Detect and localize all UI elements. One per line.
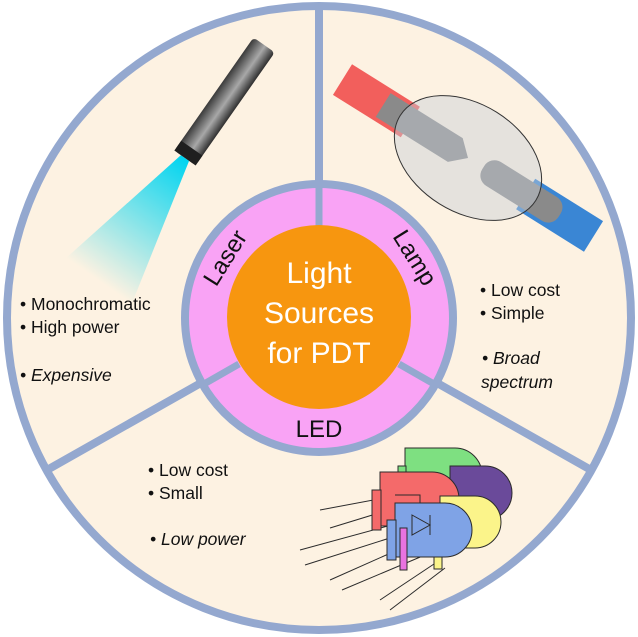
laser-bullet-1: • Monochromatic xyxy=(20,294,151,314)
led-blue xyxy=(386,502,473,561)
divider-right xyxy=(419,371,595,474)
laser-features: • Monochromatic • High power • Expensive xyxy=(20,294,151,385)
lamp-features: • Low cost • Simple • Broad spectrum xyxy=(480,280,560,392)
center-circle xyxy=(227,225,411,409)
laser-beam xyxy=(66,155,190,304)
laser-body xyxy=(175,39,274,164)
center-line-2: Sources xyxy=(264,297,374,330)
center-line-1: Light xyxy=(286,257,352,290)
divider-left xyxy=(43,371,219,474)
led-pink-base xyxy=(399,527,408,571)
lamp-bullet-1: • Low cost xyxy=(480,280,560,300)
center-title: Light Sources for PDT xyxy=(264,257,374,370)
led-bullet-1: • Low cost xyxy=(148,460,228,480)
lamp-inner-electrode-left xyxy=(375,93,468,162)
ring-label-led: LED xyxy=(296,416,343,443)
led-cluster-icon xyxy=(299,447,513,611)
led-drawback: • Low power xyxy=(150,529,247,549)
lamp-drawback-line-2: spectrum xyxy=(481,372,553,392)
led-bullet-2: • Small xyxy=(148,483,203,503)
laser-pointer-icon xyxy=(66,39,274,304)
lamp-drawback-line-1: • Broad xyxy=(482,348,541,368)
center-line-3: for PDT xyxy=(267,337,370,370)
led-features: • Low cost • Small • Low power xyxy=(148,460,247,549)
ring-dividers xyxy=(202,186,436,388)
lamp-bullet-2: • Simple xyxy=(480,303,544,323)
laser-bullet-2: • High power xyxy=(20,317,120,337)
lamp-glass-envelope xyxy=(393,95,543,221)
lamp-bulb-icon xyxy=(332,64,604,252)
segment-dividers xyxy=(43,4,595,474)
laser-drawback: • Expensive xyxy=(20,365,112,385)
